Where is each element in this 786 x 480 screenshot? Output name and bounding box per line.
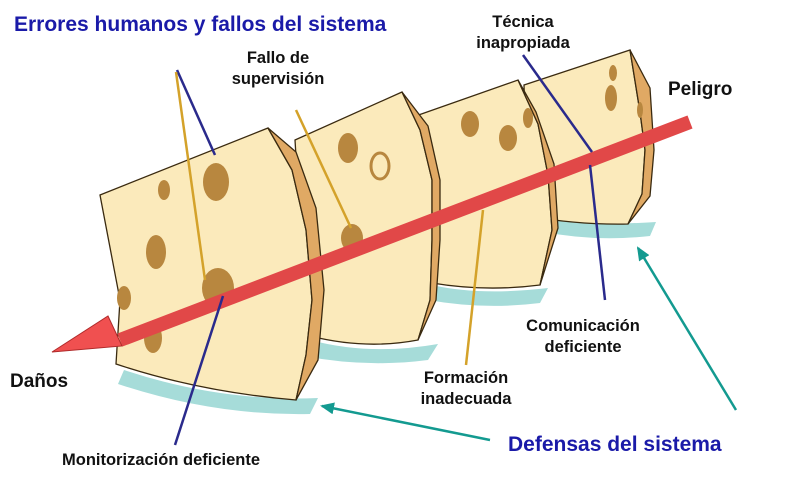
label-danos: Daños bbox=[10, 371, 69, 392]
label-fallo-supervision-line-1: Fallo de bbox=[246, 49, 310, 67]
label-defensas-sistema: Defensas del sistema bbox=[508, 433, 722, 456]
label-comunicacion-deficiente-line-1: Comunicación bbox=[526, 317, 640, 335]
slice-2-shadow bbox=[304, 340, 438, 364]
pointer-lines bbox=[173, 54, 738, 446]
slice-3-shadow bbox=[428, 285, 548, 306]
slice-1-side bbox=[267, 127, 325, 401]
slice-1-shadow bbox=[118, 370, 318, 415]
label-peligro: Peligro bbox=[668, 79, 733, 100]
label-comunicacion-deficiente: Comunicación deficiente bbox=[508, 316, 658, 357]
label-comunicacion-deficiente-line-2: deficiente bbox=[544, 337, 622, 356]
label-formacion-inadecuada-line-2: inadecuada bbox=[420, 389, 512, 408]
cheese-slice-3 bbox=[371, 79, 559, 306]
label-tecnica-inapropiada-line-1: Técnica bbox=[492, 13, 554, 31]
label-monitorizacion-deficiente: Monitorización deficiente bbox=[62, 451, 261, 469]
label-tecnica-inapropiada: Técnica inapropiada bbox=[458, 12, 588, 53]
label-tecnica-inapropiada-line-2: inapropiada bbox=[476, 33, 570, 52]
label-fallo-supervision-line-2: supervisión bbox=[231, 69, 325, 88]
slice-1-face bbox=[99, 127, 313, 401]
label-fallo-supervision: Fallo de supervisión bbox=[222, 48, 334, 89]
slice-4-side bbox=[627, 49, 655, 225]
cheese-slice-2 bbox=[294, 91, 441, 364]
label-formacion-inadecuada-line-1: Formación bbox=[423, 369, 509, 387]
hazard-arrow-head bbox=[51, 315, 123, 353]
diagram-title: Errores humanos y fallos del sistema bbox=[14, 13, 387, 36]
slice-2-side bbox=[401, 91, 441, 341]
slice-4-shadow bbox=[544, 218, 656, 239]
label-formacion-inadecuada: Formación inadecuada bbox=[404, 368, 528, 409]
hazard-trajectory-arrow bbox=[51, 115, 693, 353]
